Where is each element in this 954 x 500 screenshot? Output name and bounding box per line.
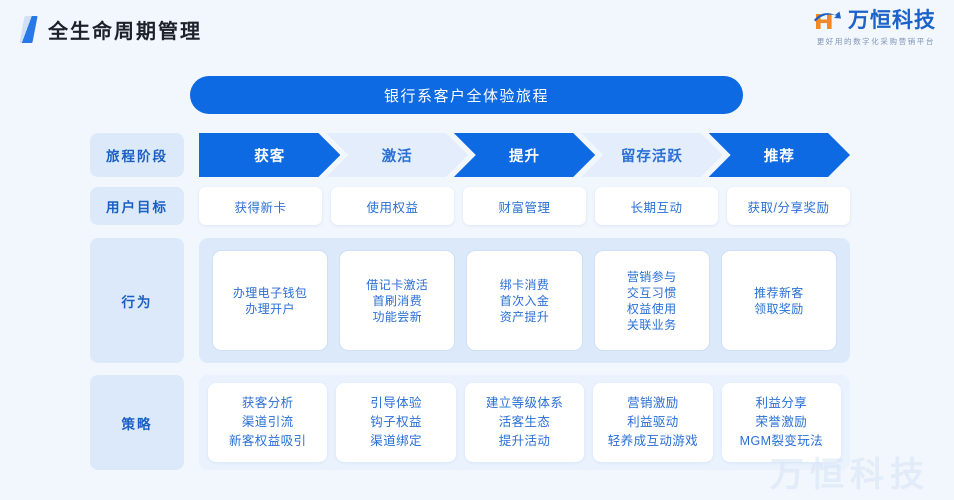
strategy-card-line: 钩子权益	[370, 415, 422, 429]
strategy-card-line: 活客生态	[498, 415, 551, 429]
stage-item-5[interactable]: 推荐	[709, 133, 850, 177]
accent-bar-icon	[19, 15, 38, 43]
strategy-card-line: 利益分享	[755, 396, 808, 410]
goal-card-3[interactable]: 财富管理	[463, 187, 586, 225]
behavior-card-2[interactable]: 借记卡激活首刷消费功能尝新	[339, 250, 456, 351]
strategy-card-line: MGM裂变玩法	[739, 434, 823, 448]
page-header: 全生命周期管理 万恒科技 更好用的数字化采购营销平台	[0, 0, 954, 58]
strategy-card-1[interactable]: 获客分析渠道引流新客权益吸引	[208, 383, 328, 462]
goal-row: 用户目标 获得新卡使用权益财富管理长期互动获取/分享奖励	[90, 187, 850, 225]
behavior-row: 行为 办理电子钱包办理开户借记卡激活首刷消费功能尝新绑卡消费首次入金资产提升营销…	[90, 238, 850, 363]
stage-item-4[interactable]: 留存活跃	[581, 133, 722, 177]
stage-item-3[interactable]: 提升	[454, 133, 595, 177]
behavior-card-line: 借记卡激活	[366, 277, 429, 292]
behavior-card-line: 资产提升	[499, 309, 550, 324]
journey-banner: 银行系客户全体验旅程	[190, 76, 743, 114]
behavior-card-line: 权益使用	[626, 301, 677, 316]
behavior-card-line: 办理电子钱包	[232, 285, 308, 300]
goal-card-5[interactable]: 获取/分享奖励	[727, 187, 850, 225]
strategy-card-line: 引导体验	[370, 396, 422, 410]
behavior-card-3[interactable]: 绑卡消费首次入金资产提升	[466, 250, 583, 351]
row-label-strategy: 策略	[90, 375, 184, 470]
strategy-card-line: 渠道引流	[241, 415, 294, 429]
strategy-card-line: 渠道绑定	[370, 434, 422, 448]
row-label-stage: 旅程阶段	[90, 133, 184, 177]
behavior-card-4[interactable]: 营销参与交互习惯权益使用关联业务	[593, 250, 710, 351]
strategy-card-line: 新客权益吸引	[229, 434, 307, 448]
stage-item-1[interactable]: 获客	[199, 133, 340, 177]
stage-track: 获客激活提升留存活跃推荐	[199, 133, 850, 177]
strategy-card-4[interactable]: 营销激励利益驱动轻养成互动游戏	[593, 383, 713, 462]
behavior-card-line: 功能尝新	[372, 309, 423, 324]
strategy-card-3[interactable]: 建立等级体系活客生态提升活动	[464, 383, 585, 462]
stage-item-2[interactable]: 激活	[326, 133, 467, 177]
strategy-track: 获客分析渠道引流新客权益吸引引导体验钩子权益渠道绑定建立等级体系活客生态提升活动…	[199, 375, 850, 470]
goal-card-1[interactable]: 获得新卡	[199, 187, 322, 225]
company-mark-icon	[813, 9, 843, 33]
behavior-card-5[interactable]: 推荐新客领取奖励	[720, 250, 838, 351]
strategy-card-line: 获客分析	[241, 396, 294, 410]
title-group: 全生命周期管理	[19, 15, 202, 44]
row-label-goal: 用户目标	[90, 187, 184, 225]
behavior-card-line: 首次入金	[499, 293, 550, 308]
row-label-behavior: 行为	[90, 238, 184, 363]
logo-row: 万恒科技	[813, 9, 936, 33]
behavior-track: 办理电子钱包办理开户借记卡激活首刷消费功能尝新绑卡消费首次入金资产提升营销参与交…	[199, 238, 850, 363]
behavior-card-line: 交互习惯	[626, 285, 677, 300]
goal-card-2[interactable]: 使用权益	[331, 187, 454, 225]
behavior-card-line: 办理开户	[245, 301, 295, 316]
behavior-card-line: 领取奖励	[754, 301, 804, 316]
behavior-card-line: 首刷消费	[372, 293, 423, 308]
company-name: 万恒科技	[848, 9, 936, 32]
strategy-card-line: 利益驱动	[627, 415, 679, 429]
stage-row: 旅程阶段 获客激活提升留存活跃推荐	[90, 133, 850, 177]
behavior-card-line: 关联业务	[626, 317, 677, 332]
goal-card-4[interactable]: 长期互动	[595, 187, 718, 225]
strategy-card-line: 营销激励	[627, 396, 679, 410]
strategy-card-line: 荣誉激励	[755, 415, 808, 429]
behavior-card-line: 营销参与	[626, 269, 677, 284]
goal-track: 获得新卡使用权益财富管理长期互动获取/分享奖励	[199, 187, 850, 225]
strategy-card-line: 轻养成互动游戏	[607, 434, 699, 448]
strategy-card-2[interactable]: 引导体验钩子权益渠道绑定	[336, 383, 456, 462]
strategy-card-line: 建立等级体系	[485, 396, 564, 410]
strategy-row: 策略 获客分析渠道引流新客权益吸引引导体验钩子权益渠道绑定建立等级体系活客生态提…	[90, 375, 850, 470]
company-tagline: 更好用的数字化采购营销平台	[816, 37, 935, 46]
page-title: 全生命周期管理	[48, 20, 202, 43]
brand-logo: 万恒科技 更好用的数字化采购营销平台	[813, 9, 936, 47]
behavior-card-line: 绑卡消费	[499, 277, 550, 292]
behavior-card-1[interactable]: 办理电子钱包办理开户	[212, 250, 329, 351]
behavior-card-line: 推荐新客	[754, 285, 804, 300]
strategy-card-line: 提升活动	[498, 434, 551, 448]
strategy-card-5[interactable]: 利益分享荣誉激励 MGM裂变玩法	[721, 383, 842, 462]
